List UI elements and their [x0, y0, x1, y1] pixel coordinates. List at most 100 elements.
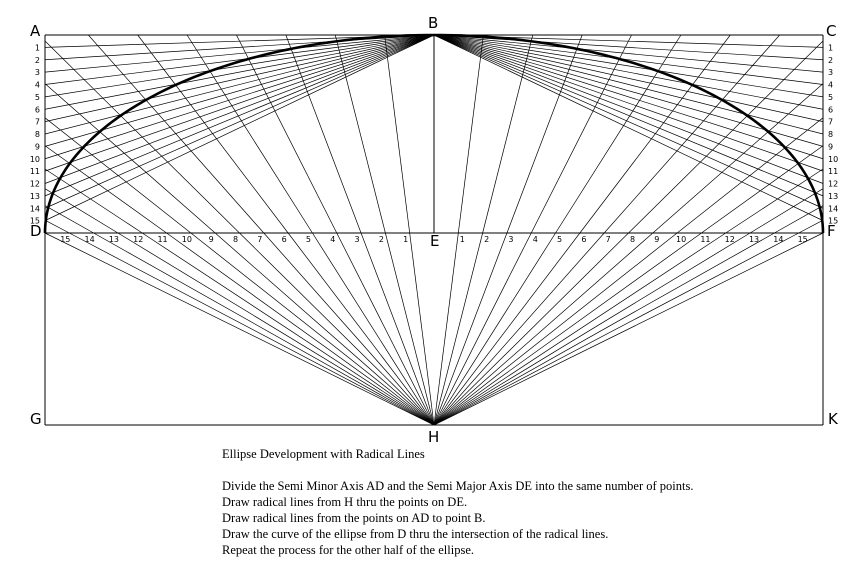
radial-line-b-left	[44, 34, 435, 73]
radial-line-b-right	[433, 34, 824, 221]
division-label-de: 13	[109, 235, 119, 244]
radial-line-b-left	[44, 34, 435, 147]
caption-step-4: Draw the curve of the ellipse from D thr…	[222, 527, 609, 541]
division-label-ef: 14	[773, 235, 783, 244]
division-label-ef: 15	[798, 235, 808, 244]
division-label-de: 5	[306, 235, 311, 244]
radial-line-b-left	[44, 34, 435, 221]
radial-line-b-right	[433, 34, 824, 197]
radial-line-b-left	[44, 34, 435, 61]
radial-line-h-right-ext	[798, 219, 824, 234]
radial-line-h-left	[312, 232, 435, 426]
radial-line-b-right	[433, 34, 824, 73]
radial-line-h-right	[433, 232, 556, 426]
division-label-cf: 9	[828, 142, 833, 151]
radial-line-b-right	[433, 34, 824, 160]
division-label-de: 15	[60, 235, 70, 244]
point-f-label: F	[827, 222, 836, 240]
division-label-de: 2	[379, 235, 384, 244]
division-label-ad: 7	[35, 118, 40, 127]
radial-line-h-right	[433, 232, 483, 426]
radial-line-b-right	[433, 34, 824, 98]
radial-line-h-left-ext	[88, 34, 265, 234]
division-label-ad: 12	[30, 180, 40, 189]
radial-line-b-left	[44, 34, 435, 110]
division-label-ad: 15	[30, 217, 40, 226]
radial-line-h-left	[117, 232, 435, 426]
ellipse-curve	[43, 33, 825, 234]
radial-line-h-right	[433, 232, 726, 426]
radial-line-h-left	[214, 232, 435, 426]
caption: Ellipse Development with Radical Lines D…	[222, 446, 693, 558]
radial-line-h-left-ext	[334, 34, 386, 234]
radial-line-h-left-ext	[44, 188, 119, 234]
radial-line-b-left	[44, 34, 435, 209]
radial-line-h-right-ext	[457, 34, 484, 234]
radial-line-h-left	[69, 232, 435, 426]
division-label-cf: 15	[828, 217, 838, 226]
division-label-de: 1	[403, 235, 408, 244]
division-label-cf: 6	[828, 105, 833, 114]
radial-line-b-left	[44, 34, 435, 197]
division-label-cf: 3	[828, 68, 833, 77]
caption-step-1: Divide the Semi Minor Axis AD and the Se…	[222, 479, 694, 493]
radial-line-b-right	[433, 34, 824, 110]
radial-line-h-right	[433, 232, 605, 426]
division-label-ad: 14	[30, 204, 40, 213]
radial-line-b-right	[433, 34, 824, 172]
division-label-ef: 6	[581, 235, 586, 244]
division-label-cf: 2	[828, 56, 833, 65]
radial-lines-to-b	[44, 34, 824, 221]
radial-line-h-left-ext	[384, 34, 411, 234]
radial-line-h-right-ext	[603, 34, 780, 234]
division-label-cf: 5	[828, 93, 833, 102]
point-a-label: A	[30, 22, 41, 40]
radial-line-h-right-ext	[530, 34, 632, 234]
division-label-de: 9	[209, 235, 214, 244]
radial-line-h-right	[433, 232, 508, 426]
radial-line-b-left	[44, 34, 435, 172]
division-label-cf: 8	[828, 130, 833, 139]
point-b-label: B	[428, 14, 438, 32]
division-label-ad: 6	[35, 105, 40, 114]
division-label-ef: 3	[508, 235, 513, 244]
radial-line-h-left	[190, 232, 435, 426]
radial-line-h-left-ext	[236, 34, 338, 234]
caption-step-5: Repeat the process for the other half of…	[222, 543, 474, 557]
division-label-ef: 5	[557, 235, 562, 244]
radial-line-h-right-ext	[652, 83, 824, 234]
point-e-label: E	[430, 232, 439, 250]
radial-line-b-right	[433, 34, 824, 147]
radial-line-h-right	[433, 232, 751, 426]
radial-line-h-right-ext	[555, 34, 682, 234]
division-label-ad: 8	[35, 130, 40, 139]
division-label-ad: 1	[35, 43, 40, 52]
radial-line-h-right	[433, 232, 581, 426]
radial-line-h-right	[433, 232, 799, 426]
radial-line-h-left-ext	[44, 205, 94, 234]
radial-line-h-right-ext	[482, 34, 534, 234]
division-label-ad: 11	[30, 167, 40, 176]
division-label-ef: 7	[606, 235, 611, 244]
caption-step-2: Draw radical lines from H thru the point…	[222, 495, 468, 509]
division-label-ad: 4	[35, 81, 40, 90]
division-label-ef: 4	[533, 235, 538, 244]
radial-line-h-right	[433, 232, 775, 426]
radial-line-b-right	[433, 34, 824, 85]
radial-line-h-right	[433, 232, 702, 426]
radial-line-h-right-ext	[579, 34, 731, 234]
division-label-ef: 10	[676, 235, 686, 244]
division-label-de: 14	[85, 235, 95, 244]
radial-line-h-left-ext	[137, 34, 289, 234]
radial-line-b-left	[44, 34, 435, 160]
radial-line-b-right	[433, 34, 824, 122]
division-label-ad: 5	[35, 93, 40, 102]
radial-line-h-right	[433, 232, 459, 426]
division-label-ad: 3	[35, 68, 40, 77]
division-label-ad: 10	[30, 155, 40, 164]
radial-line-h-right	[433, 232, 629, 426]
point-d-label: D	[30, 222, 42, 240]
division-label-cf: 10	[828, 155, 838, 164]
radial-line-h-left-ext	[186, 34, 313, 234]
